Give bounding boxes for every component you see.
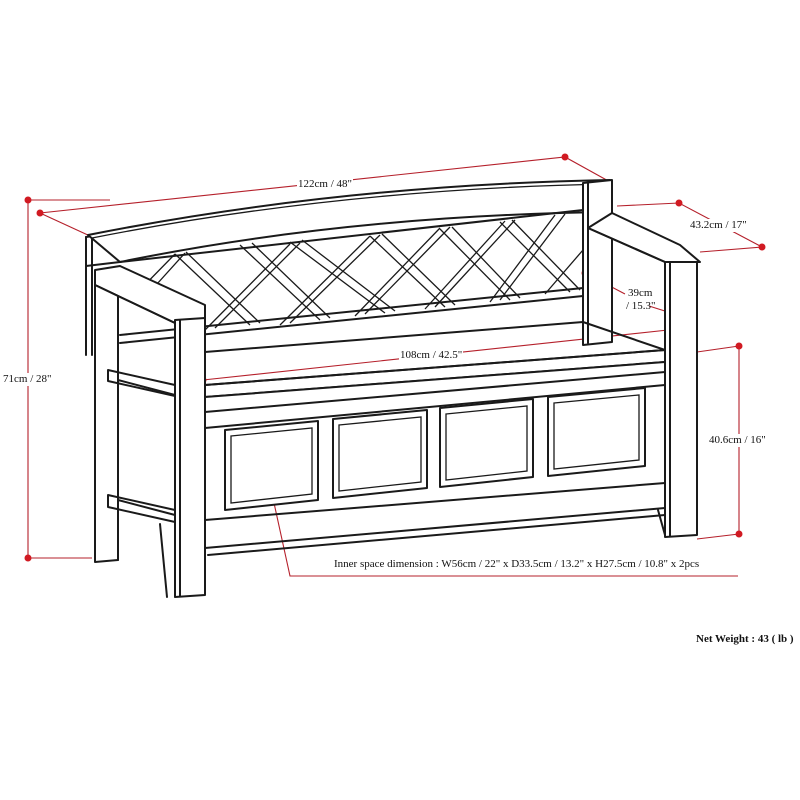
overall-width-label: 122cm / 48"	[297, 178, 353, 191]
depth-label: 43.2cm / 17"	[689, 219, 748, 232]
bench-drawing	[85, 179, 701, 598]
front-panel-4	[547, 387, 646, 477]
front-panel-2	[332, 409, 428, 499]
back-height-label-line1: 39cm	[628, 287, 653, 299]
front-panel-3	[439, 398, 534, 488]
inner-space-label: Inner space dimension : W56cm / 22" x D3…	[334, 558, 700, 570]
seat-width-label: 108cm / 42.5"	[399, 349, 464, 362]
seat-height-label: 40.6cm / 16"	[708, 434, 767, 447]
back-height-label-line2: / 15.3"	[626, 300, 656, 312]
net-weight-label: Net Weight : 43 ( lb )	[695, 633, 795, 646]
front-panel-1	[224, 420, 319, 511]
overall-height-label: 71cm / 28"	[2, 373, 53, 386]
